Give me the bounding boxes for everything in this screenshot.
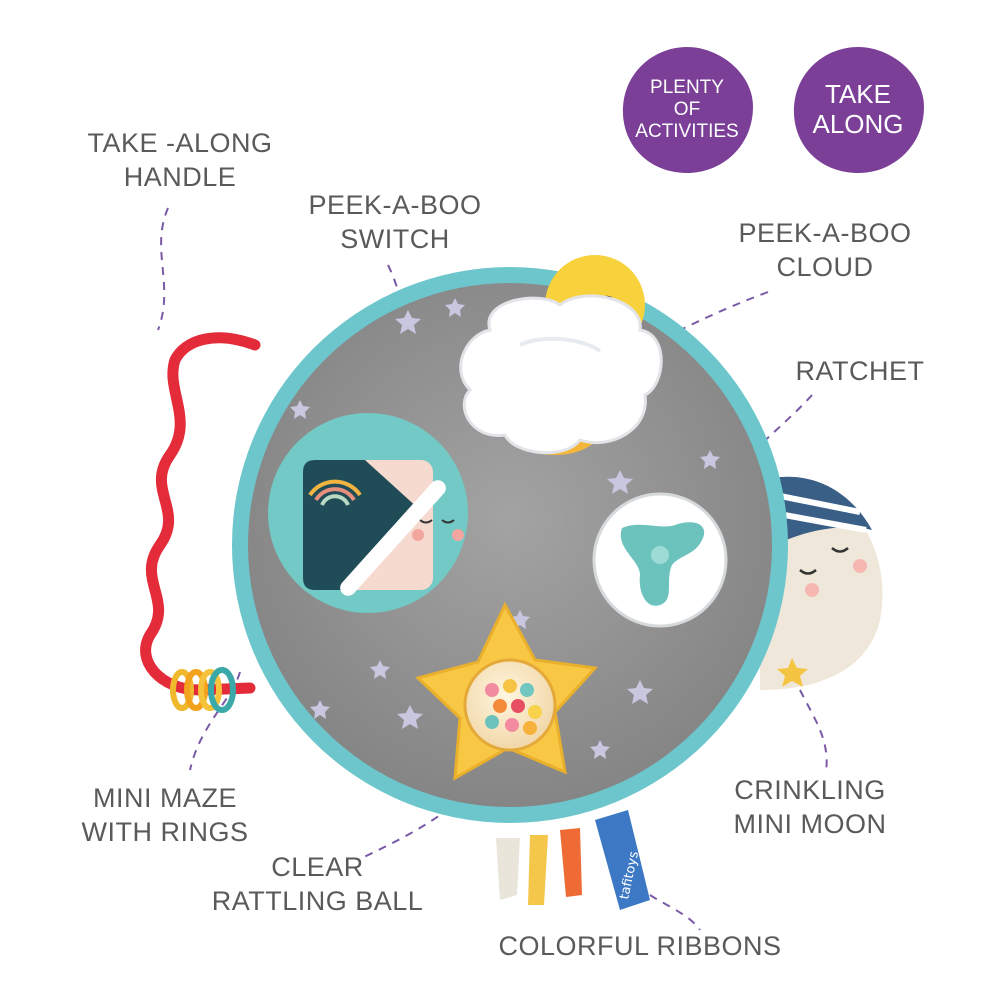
label-ratchet: RATCHET — [780, 354, 940, 388]
label-clear-rattling-ball: CLEAR RATTLING BALL — [195, 850, 440, 918]
mini-maze-rings — [170, 667, 236, 713]
label-line: CLEAR — [271, 852, 364, 882]
take-along-handle — [140, 332, 261, 696]
label-take-along-handle: TAKE -ALONG HANDLE — [70, 126, 290, 194]
badge-line: PLENTY — [650, 77, 724, 99]
colorful-ribbons — [496, 810, 650, 910]
label-colorful-ribbons: COLORFUL RIBBONS — [480, 929, 800, 963]
badge-line: ALONG — [812, 109, 904, 139]
label-line: PEEK-A-BOO — [308, 190, 482, 220]
label-line: WITH RINGS — [81, 817, 249, 847]
crinkling-mini-moon — [760, 476, 883, 690]
label-line: CRINKLING — [734, 775, 886, 805]
ratchet — [592, 492, 728, 628]
badge-line: OF — [673, 99, 701, 121]
label-line: SWITCH — [340, 224, 450, 254]
label-line: TAKE -ALONG — [87, 128, 273, 158]
label-line: RATCHET — [795, 356, 925, 386]
label-line: CLOUD — [776, 252, 874, 282]
badge-shape — [622, 47, 753, 173]
label-line: COLORFUL RIBBONS — [498, 931, 782, 961]
label-line: HANDLE — [123, 162, 237, 192]
label-peek-a-boo-cloud: PEEK-A-BOO CLOUD — [720, 216, 930, 284]
peek-a-boo-cloud — [459, 294, 663, 455]
badge-take-along: TAKE ALONG — [790, 45, 926, 175]
label-line: RATTLING BALL — [211, 886, 424, 916]
badge-plenty-of-activities: PLENTY OF ACTIVITIES — [619, 45, 755, 175]
label-line: MINI MAZE — [93, 783, 237, 813]
label-line: MINI MOON — [733, 809, 887, 839]
badge-line: TAKE — [825, 79, 891, 110]
label-mini-maze: MINI MAZE WITH RINGS — [60, 781, 270, 849]
label-line: PEEK-A-BOO — [738, 218, 912, 248]
label-crinkling-mini-moon: CRINKLING MINI MOON — [715, 773, 905, 841]
badge-line: ACTIVITIES — [635, 120, 739, 142]
label-peek-a-boo-switch: PEEK-A-BOO SWITCH — [290, 188, 500, 256]
clear-rattling-ball — [415, 601, 599, 781]
peek-a-boo-switch — [268, 413, 468, 613]
badge-shape — [793, 47, 924, 173]
